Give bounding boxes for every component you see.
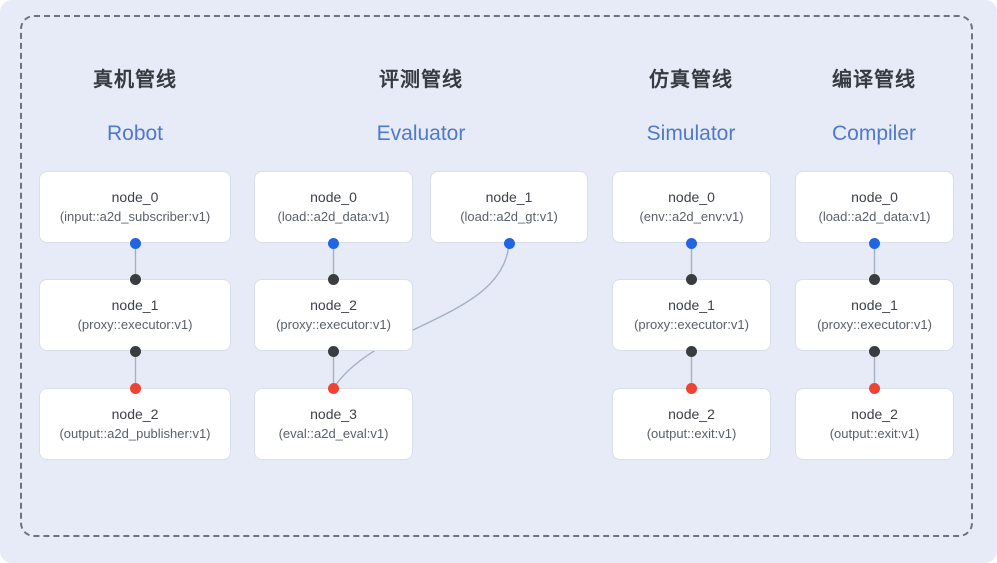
node-subtitle: (proxy::executor:v1) — [817, 317, 932, 332]
node-subtitle: (load::a2d_data:v1) — [277, 209, 390, 224]
node-compiler-node2: node_2 (output::exit:v1) — [795, 388, 954, 460]
node-compiler-node0: node_0 (load::a2d_data:v1) — [795, 171, 954, 243]
node-subtitle: (output::a2d_publisher:v1) — [59, 426, 211, 441]
node-title: node_0 — [668, 189, 715, 205]
node-robot-node0: node_0 (input::a2d_subscriber:v1) — [39, 171, 231, 243]
node-subtitle: (proxy::executor:v1) — [634, 317, 749, 332]
node-title: node_2 — [310, 297, 357, 313]
port-dot-black-compiler-node1-bottom — [869, 345, 880, 357]
node-title: node_1 — [851, 297, 898, 313]
node-title: node_1 — [111, 297, 159, 313]
node-simulator-node1: node_1 (proxy::executor:v1) — [612, 279, 771, 351]
node-robot-node2: node_2 (output::a2d_publisher:v1) — [39, 388, 231, 460]
node-subtitle: (input::a2d_subscriber:v1) — [59, 209, 211, 224]
port-dot-black-evaluator-node2-bottom — [328, 345, 339, 357]
port-dot-black-robot-node1-bottom — [130, 345, 141, 357]
port-dot-red-evaluator-node3 — [328, 382, 339, 394]
pipeline-title-en-simulator: Simulator — [646, 122, 736, 145]
port-dot-black-simulator-node1-top — [686, 273, 697, 285]
node-subtitle: (output::exit:v1) — [829, 426, 920, 441]
node-compiler-node1: node_1 (proxy::executor:v1) — [795, 279, 954, 351]
node-subtitle: (eval::a2d_eval:v1) — [278, 426, 389, 441]
port-dot-blue-compiler-node0 — [869, 237, 880, 249]
edge-evaluator-node1-node3 — [332, 242, 510, 389]
port-dot-red-robot-node2 — [130, 382, 141, 394]
port-dot-red-simulator-node2 — [686, 382, 697, 394]
node-title: node_2 — [111, 406, 159, 422]
port-dot-red-compiler-node2 — [869, 382, 880, 394]
node-title: node_0 — [310, 189, 357, 205]
port-dot-blue-evaluator-node1 — [503, 237, 515, 249]
pipeline-title-cn-simulator: 仿真管线 — [649, 69, 733, 91]
node-subtitle: (env::a2d_env:v1) — [639, 209, 744, 224]
node-subtitle: (load::a2d_data:v1) — [818, 209, 931, 224]
port-dot-blue-evaluator-node0 — [328, 237, 339, 249]
node-evaluator-node3: node_3 (eval::a2d_eval:v1) — [254, 388, 413, 460]
node-evaluator-node2: node_2 (proxy::executor:v1) — [254, 279, 413, 351]
node-title: node_0 — [851, 189, 898, 205]
pipeline-title-cn-robot: 真机管线 — [93, 69, 177, 91]
node-evaluator-node0: node_0 (load::a2d_data:v1) — [254, 171, 413, 243]
port-dot-black-simulator-node1-bottom — [686, 345, 697, 357]
node-title: node_2 — [668, 406, 715, 422]
node-subtitle: (proxy::executor:v1) — [276, 317, 391, 332]
port-dot-black-robot-node1-top — [130, 273, 141, 285]
port-dot-black-compiler-node1-top — [869, 273, 880, 285]
node-title: node_0 — [111, 189, 159, 205]
node-subtitle: (load::a2d_gt:v1) — [460, 209, 558, 224]
node-title: node_2 — [851, 406, 898, 422]
node-title: node_1 — [485, 189, 533, 205]
pipeline-title-en-compiler: Compiler — [831, 122, 917, 145]
node-evaluator-node1: node_1 (load::a2d_gt:v1) — [430, 171, 588, 243]
pipeline-title-cn-evaluator: 评测管线 — [379, 69, 463, 91]
node-simulator-node2: node_2 (output::exit:v1) — [612, 388, 771, 460]
pipeline-title-en-evaluator: Evaluator — [376, 122, 466, 145]
port-dot-black-evaluator-node2-top — [328, 273, 339, 285]
port-dot-blue-robot-node0 — [130, 237, 141, 249]
node-title: node_1 — [668, 297, 715, 313]
node-subtitle: (output::exit:v1) — [646, 426, 737, 441]
node-subtitle: (proxy::executor:v1) — [77, 317, 193, 332]
pipeline-title-cn-compiler: 编译管线 — [832, 69, 916, 91]
node-robot-node1: node_1 (proxy::executor:v1) — [39, 279, 231, 351]
node-title: node_3 — [310, 406, 357, 422]
port-dot-blue-simulator-node0 — [686, 237, 697, 249]
node-simulator-node0: node_0 (env::a2d_env:v1) — [612, 171, 771, 243]
pipeline-title-en-robot: Robot — [106, 122, 164, 145]
